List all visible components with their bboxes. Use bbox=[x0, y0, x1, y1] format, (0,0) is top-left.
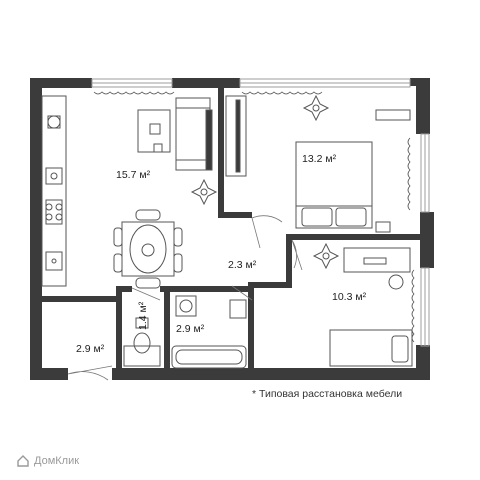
hallway-area: 2.3 м² bbox=[228, 259, 257, 271]
kitchen-units bbox=[41, 95, 67, 287]
bedroom-2-area: 10.3 м² bbox=[332, 291, 367, 303]
living-furniture bbox=[113, 97, 213, 289]
windows bbox=[91, 78, 430, 347]
watermark-text: ДомКлик bbox=[34, 455, 80, 467]
bedroom-1-area: 13.2 м² bbox=[302, 153, 337, 165]
bedroom2-furniture bbox=[329, 247, 413, 367]
doors bbox=[67, 215, 303, 381]
furniture-note: * Типовая расстановка мебели bbox=[252, 388, 403, 400]
bathroom-fixtures bbox=[123, 295, 247, 369]
bedroom1-furniture bbox=[225, 95, 411, 233]
curtains bbox=[93, 91, 415, 343]
plant-decorations bbox=[190, 94, 340, 270]
watermark: ДомКлик bbox=[16, 454, 79, 468]
interior-walls bbox=[42, 88, 420, 372]
entrance-area: 2.9 м² bbox=[76, 343, 105, 355]
room-labels: 15.7 м² 13.2 м² 10.3 м² 2.3 м² 2.9 м² 1.… bbox=[76, 153, 367, 355]
domclick-logo-icon bbox=[17, 455, 29, 467]
wc-area: 1.4 м² bbox=[137, 301, 149, 330]
living-room-area: 15.7 м² bbox=[116, 169, 151, 181]
exterior-walls bbox=[30, 78, 434, 380]
bathroom-area: 2.9 м² bbox=[176, 323, 205, 335]
